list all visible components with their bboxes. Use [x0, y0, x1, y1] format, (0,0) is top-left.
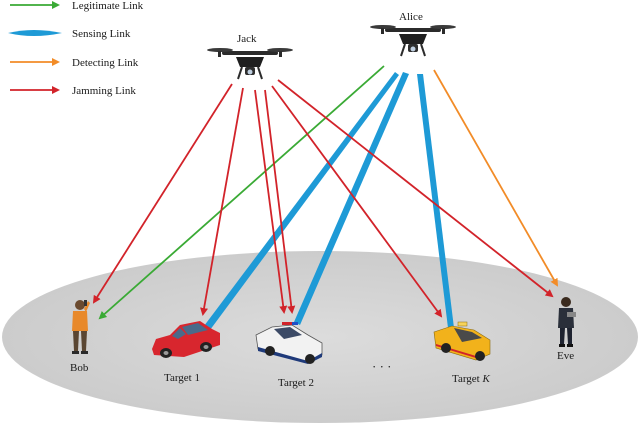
jamming-link-target2b: [264, 89, 296, 314]
bob-label: Bob: [70, 362, 89, 374]
police-car-icon: [255, 322, 323, 364]
eve-label: Eve: [557, 350, 574, 362]
drone-icon: [370, 25, 456, 57]
targetK-label: Target K: [452, 373, 491, 385]
person-phone-icon: [72, 300, 90, 354]
legend-item-sensing: Sensing Link: [8, 28, 131, 40]
legend: Legitimate Link Sensing Link Detecting L…: [8, 0, 144, 97]
ellipsis-dots: · · ·: [372, 359, 392, 374]
legend-label-legitimate: Legitimate Link: [72, 0, 144, 12]
legend-item-legitimate: Legitimate Link: [10, 0, 144, 12]
sensing-link-target2: [294, 72, 409, 325]
jamming-links: [92, 79, 554, 318]
target1-label: Target 1: [164, 372, 200, 384]
jamming-link-target1: [200, 87, 244, 316]
person-eavesdropper-icon: [558, 297, 576, 347]
legend-label-sensing: Sensing Link: [72, 28, 131, 40]
alice-label: Alice: [399, 11, 423, 23]
jamming-link-bob: [92, 83, 233, 304]
taxi-icon: [433, 321, 491, 361]
jamming-link-targetK: [271, 85, 443, 318]
detecting-link-eve: [433, 69, 558, 287]
drone-icon: [207, 48, 293, 80]
legend-item-jamming: Jamming Link: [10, 85, 136, 97]
sensing-link-targetK: [417, 74, 454, 328]
legend-item-detecting: Detecting Link: [10, 57, 139, 69]
jack-label: Jack: [237, 33, 257, 45]
ground-ellipse: [2, 251, 638, 423]
red-car-icon: [152, 321, 220, 358]
jamming-link-eve: [277, 79, 554, 298]
target2-label: Target 2: [278, 377, 314, 389]
legend-label-jamming: Jamming Link: [72, 85, 136, 97]
legend-label-detecting: Detecting Link: [72, 57, 139, 69]
legitimate-link-bob: [98, 65, 385, 320]
jamming-link-target2a: [254, 89, 288, 314]
